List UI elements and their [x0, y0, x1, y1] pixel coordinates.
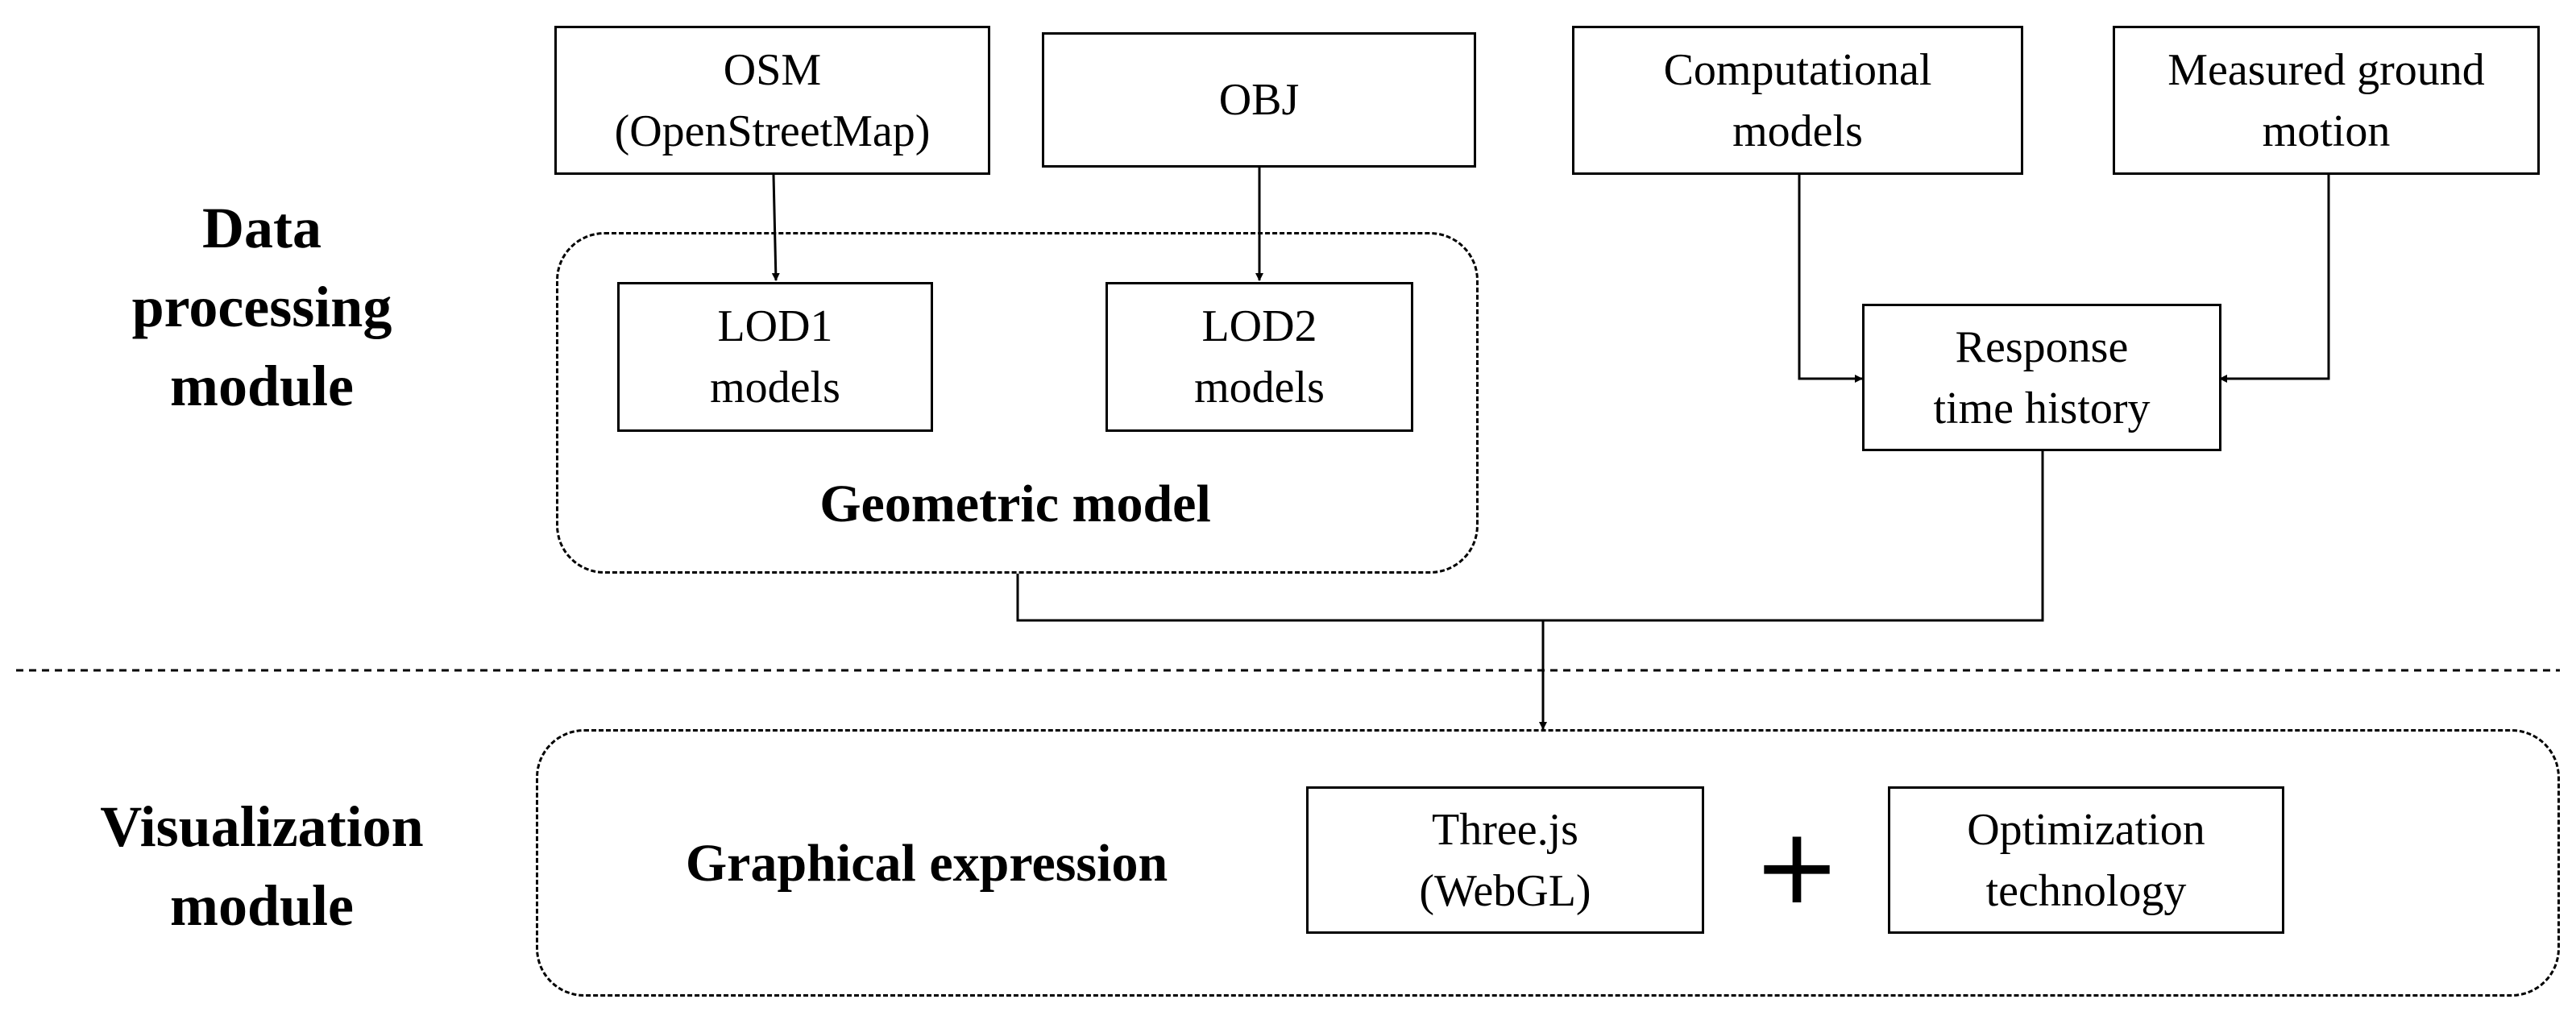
lod1-models-box: LOD1 models	[617, 282, 933, 432]
measured-ground-motion-box: Measured ground motion	[2113, 26, 2540, 175]
visualization-module-label: Visualization module	[100, 794, 424, 938]
plus-sign: +	[1753, 805, 1841, 927]
computational-models-box: Computational models	[1572, 26, 2023, 175]
arrow-osm-to-lod1	[771, 174, 780, 281]
osm-box: OSM (OpenStreetMap)	[554, 26, 990, 175]
response-time-history-box: Response time history	[1862, 304, 2221, 451]
line-geometric-merge	[1016, 451, 2044, 622]
optimization-technology-box: Optimization technology	[1888, 786, 2284, 934]
geometric-model-title: Geometric model	[819, 475, 1211, 533]
arrow-computational-to-response	[1798, 175, 1863, 383]
geometric-model-group	[556, 232, 1479, 574]
obj-box: OBJ	[1042, 32, 1476, 168]
lod2-models-box: LOD2 models	[1105, 282, 1413, 432]
data-processing-module-label: Data processing module	[131, 196, 392, 418]
arrow-measured-to-response	[2219, 175, 2330, 383]
graphical-expression-title: Graphical expression	[685, 834, 1168, 893]
graphical-expression-group	[536, 729, 2560, 997]
threejs-webgl-box: Three.js (WebGL)	[1306, 786, 1704, 934]
